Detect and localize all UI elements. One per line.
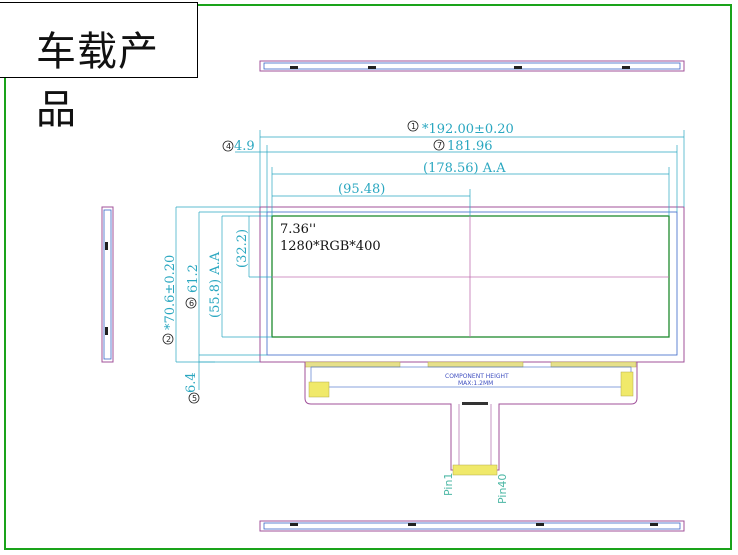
outline-height-group: *70.6±0.20 xyxy=(163,255,178,330)
lcd-size-label: 7.36'' xyxy=(280,222,316,237)
marker-1-number: 1 xyxy=(411,122,416,131)
marker-2-icon xyxy=(162,333,174,345)
bottom-offset-group: 6.4 xyxy=(184,372,199,393)
left-offset-dimension: 4.9 xyxy=(234,139,255,154)
marker-7-number: 7 xyxy=(437,141,442,150)
component-height-label: COMPONENT HEIGHT xyxy=(445,373,509,380)
bezel-height-group: 61.2 xyxy=(186,264,201,293)
marker-5-icon xyxy=(188,392,200,404)
title-box: 车载产品 xyxy=(0,2,198,133)
outline-height-dimension: *70.6±0.20 xyxy=(163,255,178,330)
bottom-offset-dimension: 6.4 xyxy=(184,372,199,393)
marker-7-icon xyxy=(433,139,445,151)
marker-6-number: 6 xyxy=(189,299,194,308)
bottom-side-view xyxy=(259,520,685,532)
top-side-view xyxy=(259,60,685,72)
pin1-group: Pin1 xyxy=(442,473,455,496)
half-height-dimension: (32.2) xyxy=(235,229,250,268)
pin40-label: Pin40 xyxy=(496,474,509,504)
drawing-frame xyxy=(4,4,732,550)
outline-width-dimension: *192.00±0.20 xyxy=(422,122,514,137)
component-height-value: MAX:1.2MM xyxy=(458,380,493,387)
front-view xyxy=(259,206,685,368)
half-height-group: (32.2) xyxy=(235,229,250,268)
page-title: 车载产品 xyxy=(36,29,159,133)
active-width-dimension: (178.56) A.A xyxy=(423,161,506,176)
fpc-cable xyxy=(304,362,638,476)
bezel-height-dimension: 61.2 xyxy=(186,264,201,293)
left-side-view xyxy=(101,206,114,363)
lcd-resolution-label: 1280*RGB*400 xyxy=(280,239,381,254)
pin40-group: Pin40 xyxy=(496,474,509,504)
horizontal-dimension-lines xyxy=(235,130,685,216)
marker-4-number: 4 xyxy=(226,142,231,151)
half-width-dimension: (95.48) xyxy=(338,182,385,197)
active-height-dimension: (55.8) A.A xyxy=(208,251,223,318)
marker-4-icon xyxy=(222,140,234,152)
bezel-width-dimension: 181.96 xyxy=(447,139,493,154)
pin1-label: Pin1 xyxy=(442,473,455,496)
active-height-group: (55.8) A.A xyxy=(208,251,223,318)
vertical-dimension-lines xyxy=(175,206,272,390)
marker-5-number: 5 xyxy=(192,394,197,403)
marker-1-icon xyxy=(407,120,419,132)
marker-6-icon xyxy=(185,297,197,309)
marker-2-number: 2 xyxy=(166,335,171,344)
